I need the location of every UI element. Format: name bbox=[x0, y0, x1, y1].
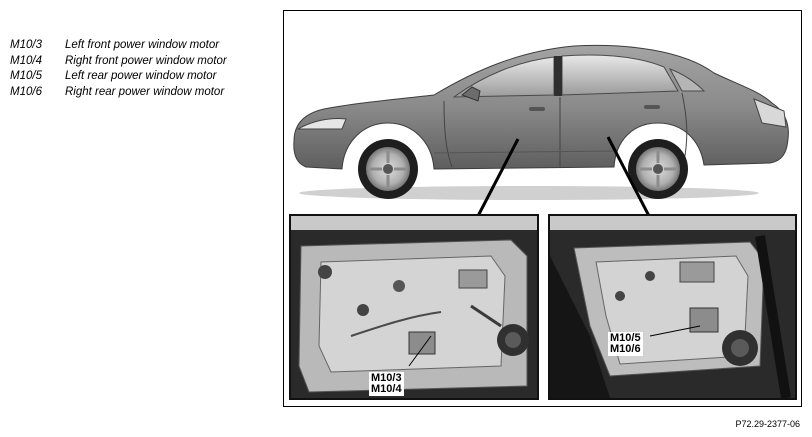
legend-row: M10/3 Left front power window motor bbox=[10, 38, 270, 54]
callout-label: M10/5 bbox=[610, 332, 641, 344]
callout-label: M10/3 bbox=[371, 372, 402, 384]
callout-m10-5-m10-6: M10/5 M10/6 bbox=[608, 332, 643, 356]
legend-description: Right front power window motor bbox=[65, 54, 227, 67]
callout-label: M10/6 bbox=[610, 343, 641, 355]
car-illustration bbox=[284, 11, 801, 211]
figure-reference: P72.29-2377-06 bbox=[735, 419, 800, 429]
callout-m10-3-m10-4: M10/3 M10/4 bbox=[369, 372, 404, 396]
legend-row: M10/4 Right front power window motor bbox=[10, 54, 270, 70]
figure-frame: M10/3 M10/4 M10/5 M10/6 bbox=[283, 10, 802, 407]
legend-description: Right rear power window motor bbox=[65, 85, 225, 98]
rear-door-photo: M10/5 M10/6 bbox=[548, 214, 797, 400]
front-door-photo: M10/3 M10/4 bbox=[289, 214, 539, 400]
legend: M10/3 Left front power window motor M10/… bbox=[10, 38, 270, 100]
legend-code: M10/5 bbox=[10, 70, 42, 82]
legend-code: M10/3 bbox=[10, 39, 42, 51]
legend-row: M10/5 Left rear power window motor bbox=[10, 69, 270, 85]
legend-row: M10/6 Right rear power window motor bbox=[10, 85, 270, 101]
callout-label: M10/4 bbox=[371, 383, 402, 395]
legend-code: M10/4 bbox=[10, 54, 42, 67]
legend-description: Left rear power window motor bbox=[65, 70, 217, 82]
legend-code: M10/6 bbox=[10, 85, 42, 98]
legend-description: Left front power window motor bbox=[65, 39, 220, 51]
